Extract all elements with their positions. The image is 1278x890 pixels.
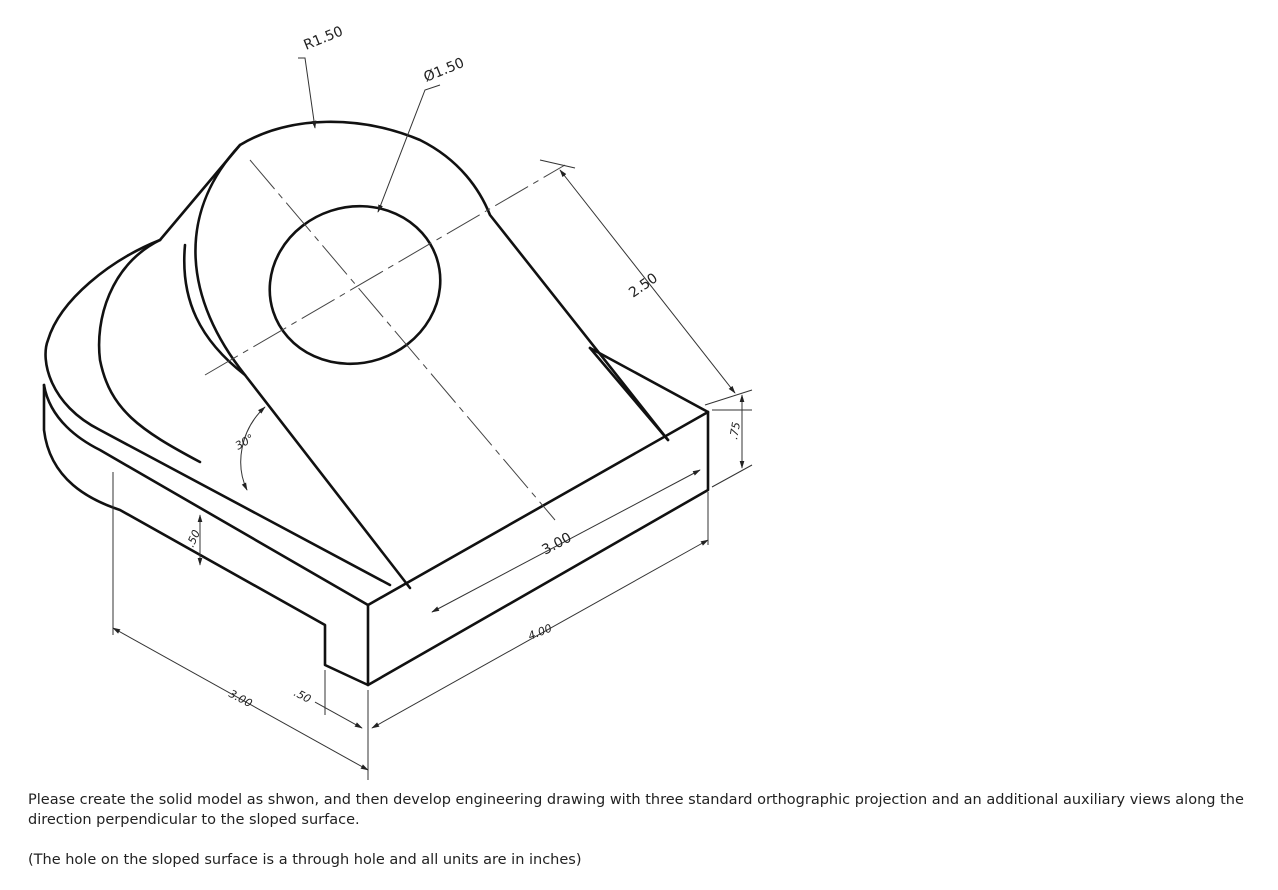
step-dim xyxy=(314,701,363,729)
isometric-drawing: R1.50 Ø1.50 2.50 .75 30° .50 3.00 4.00 3… xyxy=(42,24,753,780)
height-label: .75 xyxy=(727,421,743,440)
top-length-label: 3.00 xyxy=(539,530,574,559)
boss-lower-edge xyxy=(182,243,247,377)
slope-length-label: 2.50 xyxy=(626,270,661,301)
slope-ext-1 xyxy=(539,159,576,169)
base-front-face xyxy=(42,383,370,687)
base-width-label: 3.00 xyxy=(227,687,255,710)
radius-label: R1.50 xyxy=(302,24,346,54)
sloped-boss xyxy=(158,120,670,590)
dimension-lines xyxy=(112,57,753,780)
base-plate xyxy=(42,238,392,687)
boss-outline xyxy=(194,120,670,590)
center-lines xyxy=(204,159,566,521)
angle-arc xyxy=(240,406,266,491)
instruction-text: Please create the solid model as shwon, … xyxy=(28,792,1244,828)
centerline-minor xyxy=(204,164,566,376)
base-inner-curve xyxy=(97,238,202,464)
dimension-labels: R1.50 Ø1.50 2.50 .75 30° .50 3.00 4.00 3… xyxy=(184,24,743,711)
base-top-outline xyxy=(44,238,392,587)
overall-length-label: 4.00 xyxy=(526,622,554,643)
radius-leader xyxy=(298,57,317,129)
slope-ext-2 xyxy=(704,389,753,406)
angle-label: 30° xyxy=(233,432,256,453)
overall-dim xyxy=(371,539,709,729)
hole-leader xyxy=(377,84,441,213)
step-label: .50 xyxy=(292,686,314,706)
boss-left-edge xyxy=(158,143,242,242)
through-hole xyxy=(268,204,442,366)
base-width-dim xyxy=(112,627,369,771)
centerline-major xyxy=(249,159,556,521)
base-front-edge xyxy=(42,383,370,607)
block-top-face xyxy=(366,410,710,687)
instructions: Please create the solid model as shwon, … xyxy=(28,790,1263,870)
hole-diameter-label: Ø1.50 xyxy=(422,55,467,86)
height-ext-bot xyxy=(711,464,753,488)
slope-dim xyxy=(559,169,736,394)
block-slope-edge xyxy=(588,346,710,414)
units-note: (The hole on the sloped surface is a thr… xyxy=(28,852,582,868)
